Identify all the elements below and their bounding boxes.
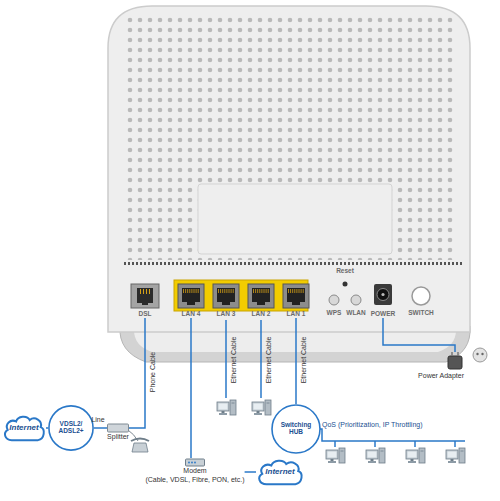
modem-icon	[185, 458, 205, 467]
cable	[383, 318, 455, 352]
node-text: Splitter	[107, 433, 129, 442]
part-label: Reset	[336, 267, 354, 275]
lan-port-icon	[177, 283, 205, 309]
router-body	[108, 6, 470, 332]
router-stand-inner	[134, 330, 456, 352]
cable-label: Ethernet Cable	[300, 337, 308, 384]
lan-port: LAN 2	[246, 283, 276, 318]
lan-port: LAN 1	[281, 283, 311, 318]
bus-drop	[374, 441, 376, 447]
bus-drop	[334, 441, 336, 447]
qos-bus	[317, 429, 465, 441]
wall-socket	[473, 348, 487, 362]
node-text: LAN 1	[287, 309, 306, 318]
node-text: Internet	[9, 424, 38, 432]
bus-drop	[414, 441, 416, 447]
node-text: LAN 2	[252, 309, 271, 318]
circle-node: VDSL2/ ADSL2+	[48, 405, 94, 451]
node-text: VDSL2/ ADSL2+	[48, 421, 94, 435]
computer-icon	[366, 448, 385, 463]
cable	[94, 427, 107, 429]
lan-port: LAN 4	[176, 283, 206, 318]
wall-socket-hole	[481, 353, 483, 355]
bus-drop	[454, 441, 456, 447]
phone-icon	[132, 443, 148, 452]
part-label: WLAN	[346, 309, 366, 317]
lan-port-icon	[212, 283, 240, 309]
part-label: SWITCH	[408, 309, 434, 317]
lan-panel	[174, 280, 308, 311]
label-panel	[198, 184, 392, 254]
node-text: Power Adapter	[418, 372, 464, 381]
vent-strip	[122, 262, 462, 265]
cable	[295, 318, 297, 404]
part-label: QoS (Prioritization, IP Throttling)	[322, 421, 423, 429]
computer-icon	[406, 448, 425, 463]
node-text: POWER	[371, 309, 396, 318]
wall-socket-hole	[476, 353, 478, 355]
cable	[129, 318, 145, 428]
cable	[190, 318, 192, 458]
lan-port: LAN 3	[211, 283, 241, 318]
node-text: LAN 3	[217, 309, 236, 318]
computer-icon	[217, 400, 236, 415]
dsl-port-icon	[130, 283, 160, 309]
part-label: WPS	[327, 309, 342, 317]
node-text: (Cable, VDSL, Fibre, PON, etc.)	[145, 476, 244, 485]
phone-handset	[131, 439, 149, 442]
cable-label: Ethernet Cable	[230, 337, 238, 384]
cable-label: Phone Cable	[149, 352, 157, 392]
node-text: LAN 4	[182, 309, 201, 318]
cable-label: Line	[91, 416, 104, 424]
node-text: Switching HUB	[271, 422, 321, 436]
ethernet-cable	[225, 320, 227, 398]
power-port-icon	[373, 283, 393, 309]
internet-cloud: Internet	[256, 458, 304, 486]
circle-node: Switching HUB	[271, 404, 321, 454]
computer-icon	[252, 400, 271, 415]
cable	[46, 427, 48, 429]
wps-button	[329, 295, 339, 305]
ethernet-cable	[260, 320, 262, 398]
cable	[245, 471, 256, 473]
node-text: Modem	[183, 467, 206, 476]
dsl-port: DSL	[129, 283, 161, 318]
switch-button	[412, 287, 430, 305]
cable-label: Ethernet Cable	[265, 337, 273, 384]
computer-icon	[326, 448, 345, 463]
splitter-icon	[107, 423, 129, 433]
power-adapter-icon	[446, 352, 464, 372]
splitter: Splitter	[107, 423, 129, 442]
lan-port-icon	[282, 283, 310, 309]
power-adapter: Power Adapter	[418, 352, 464, 381]
modem: Modem(Cable, VDSL, Fibre, PON, etc.)	[145, 458, 244, 484]
computer-icon	[446, 448, 465, 463]
node-text: Internet	[265, 468, 294, 476]
reset-hole	[343, 282, 348, 287]
wlan-button	[351, 295, 361, 305]
vent-holes	[125, 15, 455, 260]
power-port: POWER	[371, 283, 396, 318]
internet-cloud: Internet	[2, 414, 46, 442]
node-text: DSL	[139, 309, 152, 318]
lan-port-icon	[247, 283, 275, 309]
